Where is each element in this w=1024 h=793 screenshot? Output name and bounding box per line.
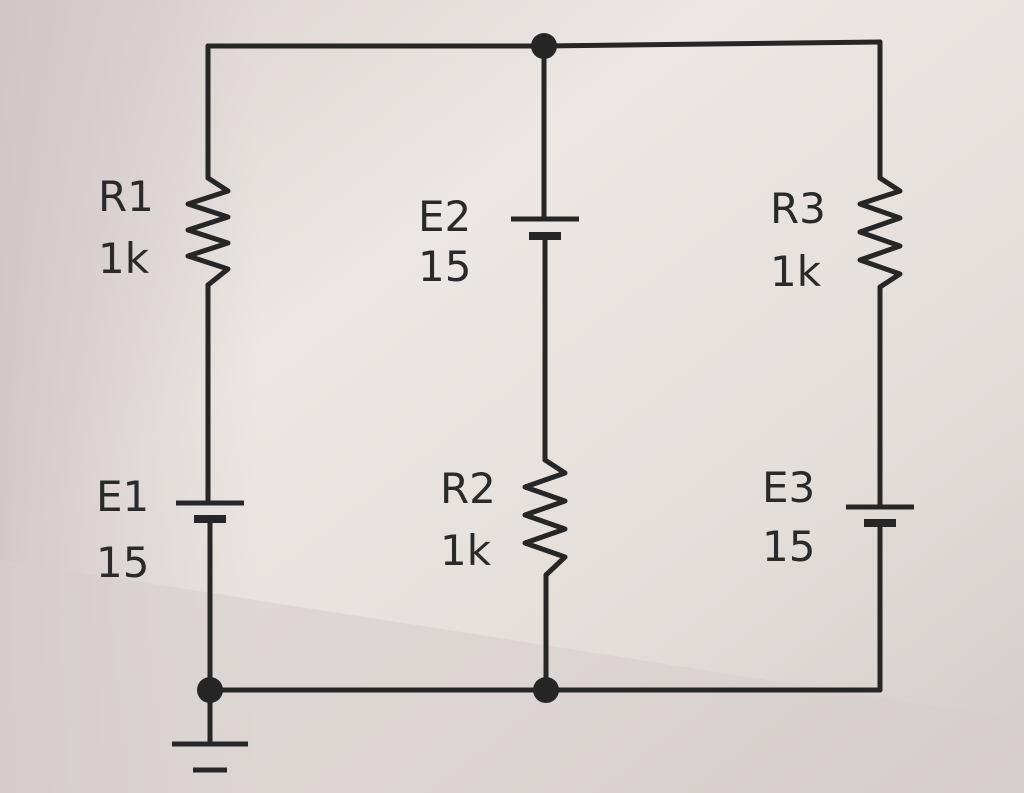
e1-name-label: E1 xyxy=(96,472,149,521)
resistor-r2-symbol xyxy=(522,457,568,578)
e3-name-label: E3 xyxy=(762,463,815,512)
r2-value-label: 1k xyxy=(440,526,492,575)
wires xyxy=(205,39,883,745)
r1-name-label: R1 xyxy=(98,172,154,221)
battery-e3-symbol xyxy=(846,504,914,527)
junction-node-bottom-left xyxy=(197,677,223,703)
resistor-r1-symbol xyxy=(185,175,231,288)
r3-name-label: R3 xyxy=(770,184,826,233)
e3-value-label: 15 xyxy=(762,522,815,571)
e2-name-label: E2 xyxy=(418,192,471,241)
e2-value-label: 15 xyxy=(418,242,471,291)
ground-icon xyxy=(172,741,248,773)
battery-e2-symbol xyxy=(511,216,579,240)
resistor-r3-symbol xyxy=(857,175,903,290)
e1-value-label: 15 xyxy=(96,538,149,587)
r1-value-label: 1k xyxy=(98,234,150,283)
junction-node-bottom-middle xyxy=(533,677,559,703)
battery-e1-symbol xyxy=(176,500,244,523)
r3-value-label: 1k xyxy=(770,247,822,296)
r2-name-label: R2 xyxy=(440,464,496,513)
junction-node-top-middle xyxy=(531,33,557,59)
